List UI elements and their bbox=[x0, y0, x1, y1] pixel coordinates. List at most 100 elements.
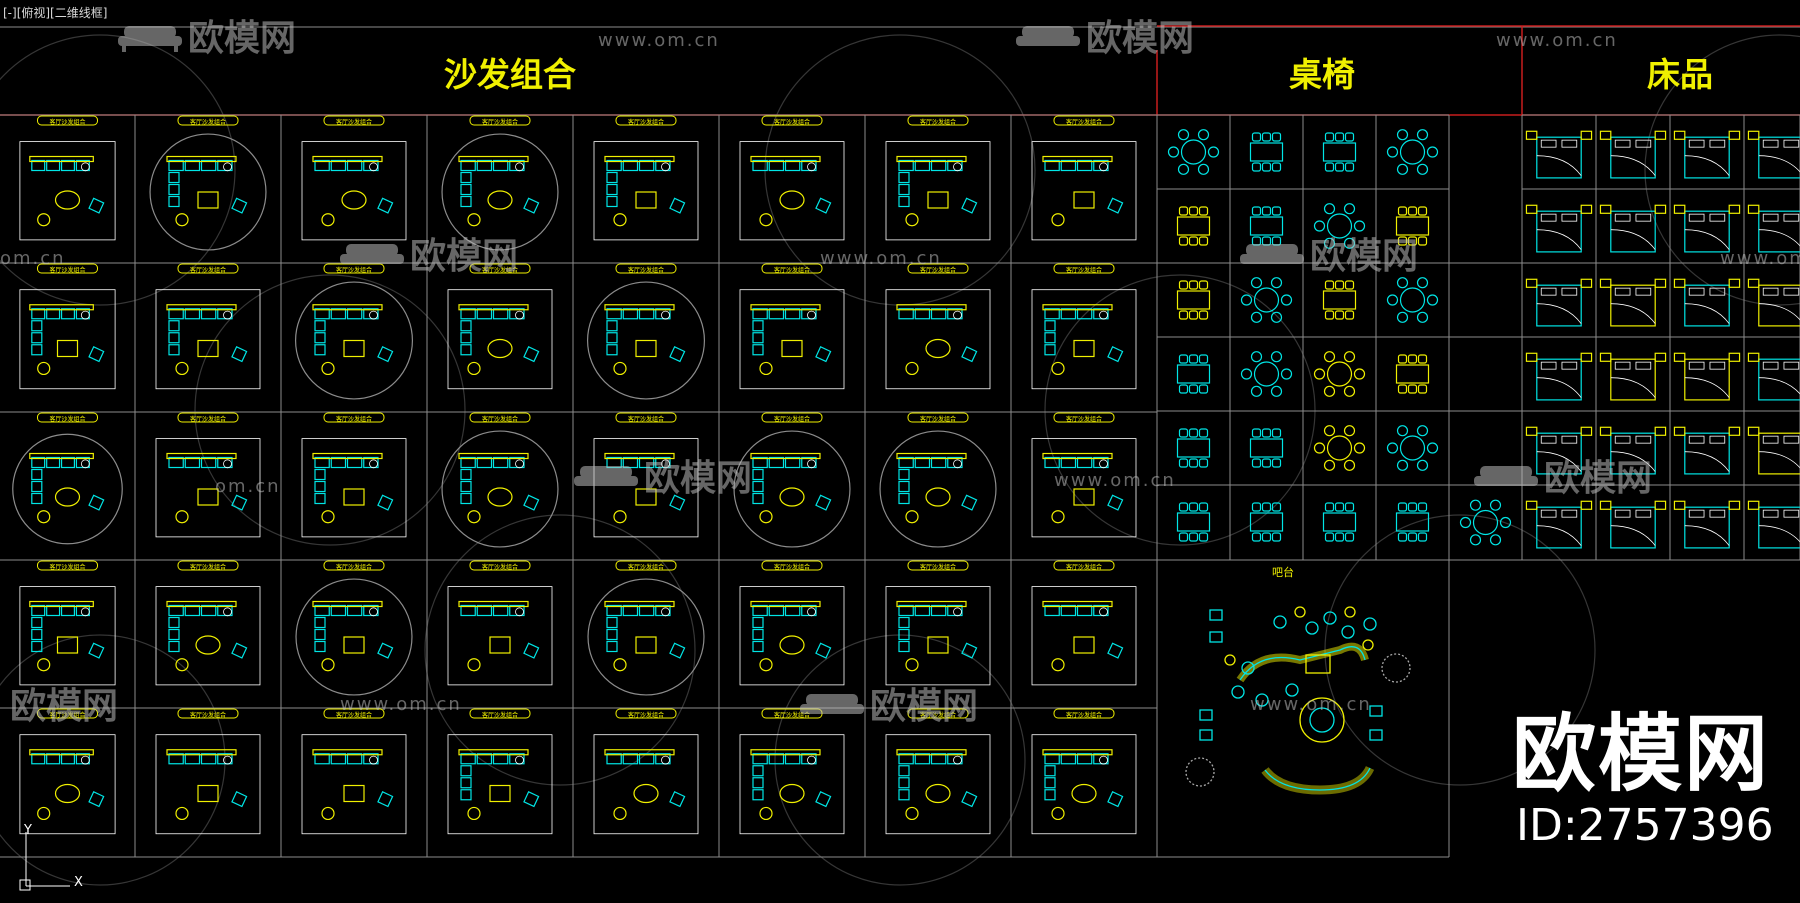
dining-set-icon bbox=[1459, 499, 1512, 546]
bed-block-icon bbox=[1525, 130, 1593, 179]
bed-block-icon bbox=[1599, 130, 1667, 179]
furniture-blocks bbox=[12, 129, 1800, 835]
svg-text:客厅沙发组合: 客厅沙发组合 bbox=[920, 563, 956, 571]
dining-set-icon bbox=[1386, 425, 1439, 471]
svg-text:客厅沙发组合: 客厅沙发组合 bbox=[482, 415, 518, 423]
section-labels: 沙发组合 桌椅 床品 吧台 bbox=[444, 55, 1713, 579]
dining-set-icon bbox=[1249, 132, 1284, 172]
dining-set-icon bbox=[1167, 129, 1220, 175]
bed-block-icon bbox=[1525, 204, 1593, 253]
sofa-block-icon bbox=[1031, 438, 1137, 538]
sofa-block-icon bbox=[19, 289, 116, 390]
watermark-sofa-icon bbox=[800, 694, 864, 714]
svg-text:客厅沙发组合: 客厅沙发组合 bbox=[336, 415, 372, 423]
dining-set-icon bbox=[1386, 129, 1439, 175]
watermark-7: 欧模网 bbox=[800, 686, 978, 727]
cell-label: 客厅沙发组合 bbox=[37, 412, 98, 423]
svg-text:客厅沙发组合: 客厅沙发组合 bbox=[628, 711, 664, 719]
watermark-8: 欧模网 bbox=[10, 686, 118, 727]
sofa-block-icon bbox=[301, 141, 407, 241]
bar-area-block bbox=[1185, 606, 1411, 795]
bed-block-icon bbox=[1747, 278, 1800, 327]
svg-text:客厅沙发组合: 客厅沙发组合 bbox=[190, 563, 226, 571]
cell-label: 客厅沙发组合 bbox=[469, 412, 531, 423]
svg-text:客厅沙发组合: 客厅沙发组合 bbox=[920, 415, 956, 423]
svg-text:客厅沙发组合: 客厅沙发组合 bbox=[628, 415, 664, 423]
cell-label: 客厅沙发组合 bbox=[469, 560, 531, 571]
svg-text:客厅沙发组合: 客厅沙发组合 bbox=[774, 118, 810, 126]
sofa-block-icon bbox=[19, 586, 116, 686]
section-title-bed: 床品 bbox=[1647, 55, 1713, 94]
watermark-logo: 欧模网 bbox=[644, 458, 752, 499]
sofa-block-icon bbox=[447, 289, 553, 390]
sofa-block-icon bbox=[155, 438, 261, 538]
dining-set-icon bbox=[1240, 351, 1293, 397]
watermark-1: 欧模网 www.om.cn bbox=[118, 18, 720, 59]
svg-text:客厅沙发组合: 客厅沙发组合 bbox=[1066, 415, 1102, 423]
bed-block-icon bbox=[1747, 426, 1800, 475]
watermark-url-partial: om.cn bbox=[215, 476, 281, 497]
sofa-block-icon bbox=[586, 281, 706, 400]
sofa-block-icon bbox=[1031, 141, 1137, 241]
dining-set-icon bbox=[1322, 280, 1357, 320]
bed-block-icon bbox=[1599, 500, 1667, 549]
cell-label: 客厅沙发组合 bbox=[37, 263, 98, 274]
cell-label: 客厅沙发组合 bbox=[177, 263, 239, 274]
watermark-url: www.om.cn bbox=[598, 30, 720, 51]
bed-block-icon bbox=[1525, 500, 1593, 549]
cell-label: 客厅沙发组合 bbox=[907, 115, 969, 126]
ucs-y-label: Y bbox=[23, 823, 32, 838]
cell-label: 客厅沙发组合 bbox=[323, 412, 385, 423]
svg-text:客厅沙发组合: 客厅沙发组合 bbox=[774, 266, 810, 274]
viewport-control-label[interactable]: [-][俯视][二维线框] bbox=[3, 6, 108, 20]
cell-label: 客厅沙发组合 bbox=[907, 412, 969, 423]
sofa-block-icon bbox=[149, 133, 267, 251]
svg-text:客厅沙发组合: 客厅沙发组合 bbox=[628, 563, 664, 571]
bed-block-icon bbox=[1673, 352, 1741, 401]
sofa-block-icon bbox=[879, 430, 997, 548]
watermark-url: www.om.cn bbox=[1496, 30, 1618, 51]
sofa-block-icon bbox=[885, 734, 991, 835]
sofa-block-icon bbox=[885, 586, 991, 686]
watermark-url: www.om.cn bbox=[1250, 694, 1372, 715]
bed-block-icon bbox=[1525, 426, 1593, 475]
sofa-block-icon bbox=[447, 586, 553, 686]
bar-label: 吧台 bbox=[1272, 565, 1294, 579]
sofa-block-icon bbox=[739, 734, 845, 835]
bed-block-icon bbox=[1673, 130, 1741, 179]
cell-label: 客厅沙发组合 bbox=[907, 560, 969, 571]
cell-label: 客厅沙发组合 bbox=[323, 708, 385, 719]
cell-label: 客厅沙发组合 bbox=[177, 412, 239, 423]
svg-text:客厅沙发组合: 客厅沙发组合 bbox=[336, 118, 372, 126]
cell-label: 客厅沙发组合 bbox=[1053, 115, 1115, 126]
sofa-block-icon bbox=[447, 734, 553, 835]
bed-block-icon bbox=[1673, 426, 1741, 475]
svg-text:客厅沙发组合: 客厅沙发组合 bbox=[336, 563, 372, 571]
sofa-block-icon bbox=[441, 430, 559, 548]
bed-block-icon bbox=[1599, 426, 1667, 475]
watermark-logo: 欧模网 bbox=[410, 236, 518, 277]
sofa-block-icon bbox=[12, 433, 123, 545]
sofa-block-icon bbox=[295, 578, 413, 696]
cell-label: 客厅沙发组合 bbox=[615, 708, 677, 719]
svg-text:客厅沙发组合: 客厅沙发组合 bbox=[482, 563, 518, 571]
dining-set-icon bbox=[1176, 206, 1211, 246]
cell-label: 客厅沙发组合 bbox=[1053, 263, 1115, 274]
watermark-logo: 欧模网 bbox=[1310, 236, 1418, 277]
sofa-block-icon bbox=[301, 438, 407, 538]
cell-label: 客厅沙发组合 bbox=[615, 115, 677, 126]
bed-block-icon bbox=[1599, 278, 1667, 327]
svg-text:客厅沙发组合: 客厅沙发组合 bbox=[628, 118, 664, 126]
layout-grid bbox=[0, 25, 1800, 858]
dining-set-icon bbox=[1176, 280, 1211, 320]
svg-text:客厅沙发组合: 客厅沙发组合 bbox=[190, 118, 226, 126]
dining-set-icon bbox=[1386, 277, 1439, 323]
watermark-sofa-icon bbox=[118, 26, 182, 52]
dining-set-icon bbox=[1322, 502, 1357, 542]
brand-logo: 欧模网 bbox=[1512, 705, 1771, 803]
bed-block-icon bbox=[1747, 352, 1800, 401]
watermark-4: 欧模网 www.om.cn bbox=[1240, 236, 1800, 277]
sofa-block-icon bbox=[885, 141, 991, 241]
dining-set-icon bbox=[1249, 502, 1284, 542]
